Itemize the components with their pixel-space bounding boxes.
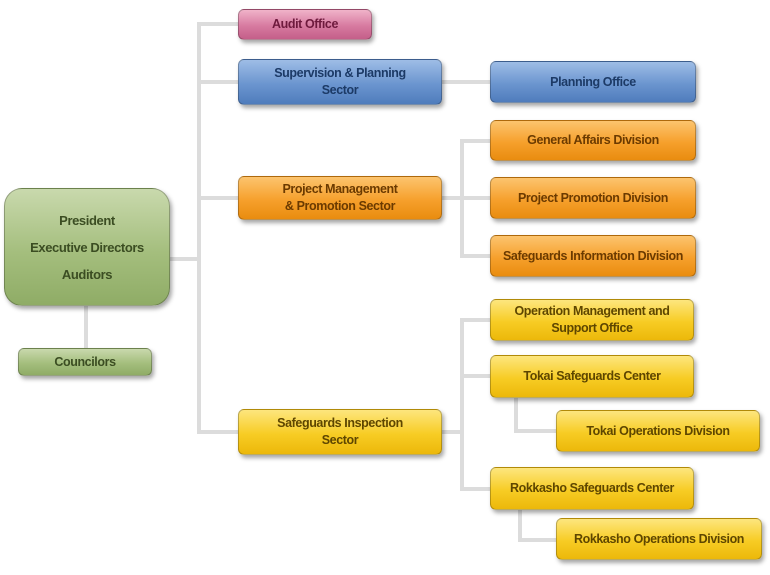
leadership-box: President Executive Directors Auditors: [4, 188, 170, 306]
tokai-safeguards-center-box: Tokai Safeguards Center: [490, 355, 694, 398]
tokai-operations-division-box: Tokai Operations Division: [556, 410, 760, 452]
councilors-box: Councilors: [18, 348, 152, 376]
safeguards-inspection-sector-box: Safeguards Inspection Sector: [238, 409, 442, 455]
supervision-planning-sector-box: Supervision & Planning Sector: [238, 59, 442, 105]
planning-office-box: Planning Office: [490, 61, 696, 103]
rokkasho-operations-division-box: Rokkasho Operations Division: [556, 518, 762, 560]
project-promotion-division-box: Project Promotion Division: [490, 177, 696, 219]
rokkasho-safeguards-center-box: Rokkasho Safeguards Center: [490, 467, 694, 510]
project-management-promotion-sector-box: Project Management & Promotion Sector: [238, 176, 442, 220]
audit-office-box: Audit Office: [238, 9, 372, 40]
general-affairs-division-box: General Affairs Division: [490, 120, 696, 161]
president-label: President: [59, 212, 115, 228]
safeguards-information-division-box: Safeguards Information Division: [490, 235, 696, 277]
operation-management-support-office-box: Operation Management and Support Office: [490, 299, 694, 341]
executive-directors-label: Executive Directors: [30, 239, 144, 255]
auditors-label: Auditors: [61, 266, 113, 282]
